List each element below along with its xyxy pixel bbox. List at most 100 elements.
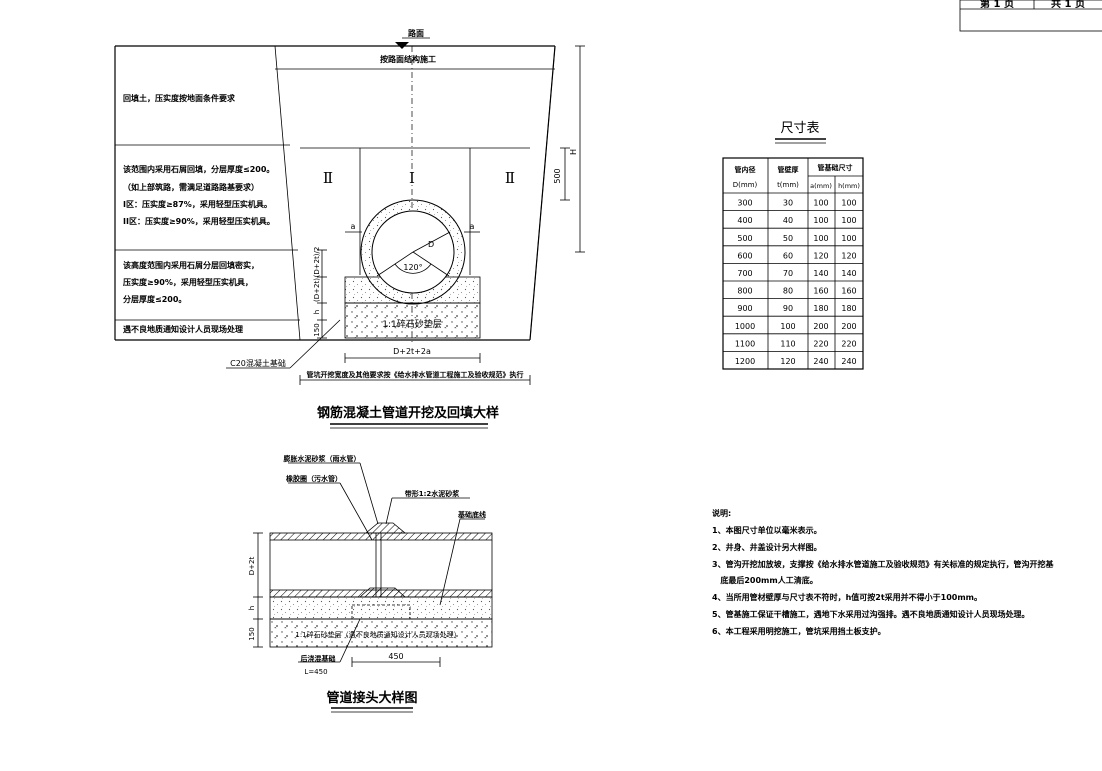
joint-concrete-base [269, 596, 493, 620]
sub-h: h(mm) [838, 182, 860, 190]
section-title: 钢筋混凝土管道开挖及回填大样 [317, 405, 499, 421]
table-cell: 140 [813, 269, 828, 278]
table-cell: 160 [813, 287, 828, 296]
table-cell: 100 [813, 216, 828, 225]
header-wall: 管壁厚 [778, 165, 799, 174]
joint-dim-h: h [248, 606, 256, 610]
table-cell: 800 [737, 287, 752, 296]
page-current: 第 1 页 [980, 0, 1014, 10]
joint-title: 管道接头大样图 [326, 690, 417, 706]
sub-t: t(mm) [777, 181, 799, 189]
note-5: 5、管基施工保证干槽施工，遇地下水采用过沟强排。遇不良地质通知设计人员现场处理。 [712, 609, 1030, 619]
zone-low-line-1: 该高度范围内采用石屑分层回填密实， [123, 260, 259, 270]
header-inner-d: 管内径 [735, 165, 756, 174]
zone-mid-line-3: I区：压实度≥87%，采用轻型压实机具。 [123, 199, 272, 209]
label-band-mortar: 带形1:2水泥砂浆 [405, 489, 461, 498]
table-cell: 30 [783, 199, 793, 208]
table-cell: 400 [737, 216, 752, 225]
table-title: 尺寸表 [780, 121, 819, 136]
note-2: 2、井身、井盖设计另大样图。 [712, 542, 822, 552]
table-cell: 120 [813, 251, 828, 260]
table-cell: 100 [813, 199, 828, 208]
note-3: 3、管沟开挖加放坡，支撑按《给水排水管道施工及验收规范》有关标准的规定执行，管沟… [712, 559, 1055, 569]
pipe-d-label: D [428, 240, 434, 249]
zone-ii-left: Ⅱ [323, 169, 333, 187]
table-cell: 140 [841, 269, 856, 278]
table-cell: 100 [813, 234, 828, 243]
header-base: 管基础尺寸 [818, 163, 853, 172]
table-cell: 160 [841, 287, 856, 296]
page-total: 共 1 页 [1051, 0, 1085, 10]
road-surface-label: 路面 [408, 28, 424, 38]
dim-upper-left: (D+2t)/2 [313, 247, 321, 278]
size-table: 尺寸表 管内径 管壁厚 管基础尺寸 D(mm) t(mm) a(mm) h(mm… [722, 121, 864, 370]
table-cell: 220 [841, 339, 856, 348]
road-level-marker [395, 42, 409, 49]
dim-h-total: H [569, 149, 578, 155]
concrete-label: C20混凝土基础 [230, 358, 286, 368]
width-dim-label: D+2t+2a [393, 347, 431, 356]
table-cell: 300 [737, 199, 752, 208]
dim-500: 500 [553, 168, 562, 183]
zone-mid-line-4: II区：压实度≥90%，采用轻型压实机具。 [123, 216, 275, 226]
notes-title: 说明: [712, 508, 731, 518]
dim-mid-left: (D+2t) [313, 278, 321, 302]
angle-label: 120° [403, 263, 422, 272]
page-box: 第 1 页 共 1 页 [959, 0, 1102, 32]
table-cell: 700 [737, 269, 752, 278]
table-cell: 1200 [735, 357, 755, 366]
table-cell: 240 [813, 357, 828, 366]
joint-gravel-label: 1:1碎石砂垫层（遇不良地质通知设计人员现场处理） [295, 630, 460, 639]
table-cell: 40 [783, 216, 793, 225]
label-mortar: 膨胀水泥砂浆（雨水管） [283, 454, 361, 463]
table-cell: 500 [737, 234, 752, 243]
note-6: 6、本工程采用明挖施工，管坑采用挡土板支护。 [712, 626, 886, 636]
note-1: 1、本图尺寸单位以毫米表示。 [712, 525, 822, 535]
post-base-length: L=450 [304, 668, 327, 676]
table-cell: 120 [841, 251, 856, 260]
zone-i: Ⅰ [409, 169, 415, 187]
table-cell: 90 [783, 304, 793, 313]
note-3-cont: 底最后200mm人工清底。 [712, 575, 818, 585]
table-cell: 100 [841, 234, 856, 243]
table-rows: 300 30 100 100 400 40 100 100 500 50 100 100 600 60 12… [723, 199, 863, 366]
table-cell: 80 [783, 287, 793, 296]
zone-mid-line-1: 该范围内采用石屑回填，分层厚度≤200。 [123, 164, 274, 174]
table-cell: 100 [841, 216, 856, 225]
gravel-label: 1:1碎石砂垫层 [382, 318, 442, 330]
table-cell: 180 [841, 304, 856, 313]
table-cell: 600 [737, 251, 752, 260]
table-cell: 50 [783, 234, 793, 243]
table-cell: 70 [783, 269, 793, 278]
zone-bottom-note: 遇不良地质通知设计人员现场处理 [123, 324, 243, 334]
table-cell: 900 [737, 304, 752, 313]
table-cell: 200 [841, 322, 856, 331]
notes: 说明: 1、本图尺寸单位以毫米表示。 2、井身、井盖设计另大样图。 3、管沟开挖… [712, 508, 1055, 636]
table-cell: 60 [783, 251, 793, 260]
dim-h-left: h [313, 310, 321, 314]
table-cell: 120 [780, 357, 795, 366]
joint-dim-150: 150 [248, 627, 256, 640]
zone-top-note: 回填土，压实度按地面条件要求 [123, 93, 236, 103]
a-right-label: a [470, 222, 475, 231]
a-left-label: a [351, 222, 356, 231]
table-cell: 220 [813, 339, 828, 348]
label-base-line: 基础底线 [457, 510, 486, 519]
table-cell: 240 [841, 357, 856, 366]
joint-detail: 1:1碎石砂垫层（遇不良地质通知设计人员现场处理） 膨胀水泥砂浆（雨水管） 橡胶… [248, 454, 493, 713]
post-base-label: 后浇混基础 [301, 654, 336, 663]
zone-ii-right: Ⅱ [505, 169, 515, 187]
zone-low-line-2: 压实度≥90%，采用轻型压实机具， [123, 277, 253, 287]
table-cell: 200 [813, 322, 828, 331]
joint-gravel [269, 618, 493, 648]
joint-dim-d2t: D+2t [248, 557, 256, 576]
zone-low-line-3: 分层厚度≤200。 [123, 294, 186, 304]
note-4: 4、当所用管材壁厚与尺寸表不符时，h值可按2t采用并不得小于100mm。 [712, 592, 982, 602]
table-cell: 100 [780, 322, 795, 331]
trench-section: 路面 按路面结构施工 1:1碎石砂垫层 D 120° a a Ⅱ Ⅰ Ⅱ 500 [114, 28, 585, 429]
table-cell: 1100 [735, 339, 755, 348]
table-cell: 110 [780, 339, 795, 348]
gravel-layer [344, 302, 481, 339]
joint-dim-450: 450 [388, 652, 403, 661]
